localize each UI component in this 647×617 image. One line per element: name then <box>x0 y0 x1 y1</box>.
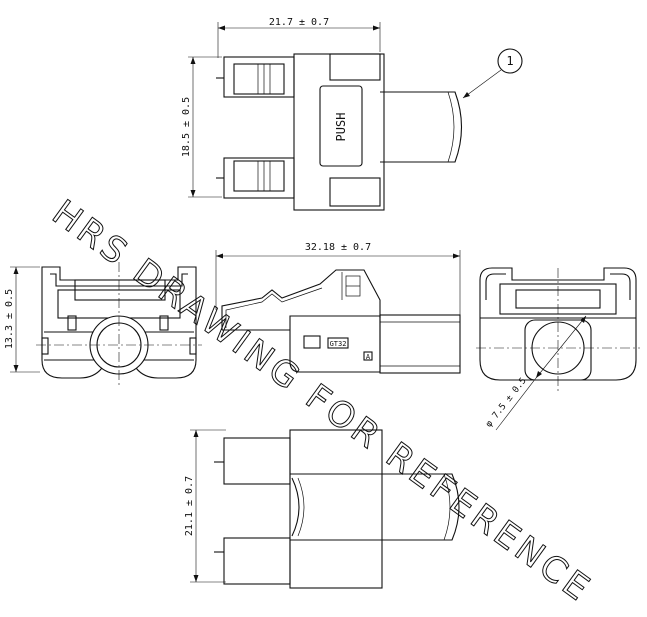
part-code-label: GT32 <box>330 340 347 348</box>
side-length-dimension: 32.18 ± 0.7 <box>305 242 371 253</box>
callout-bubble <box>497 48 523 74</box>
front-view: 13.3 ± 0.5 <box>4 262 202 385</box>
bottom-view: 21.1 ± 0.7 <box>184 429 460 589</box>
top-height-dimension: 18.5 ± 0.5 <box>181 97 192 157</box>
side-view: 32.18 ± 0.7 GT32 A <box>215 242 461 374</box>
push-label: PUSH <box>334 113 348 142</box>
top-width-dimension: 21.7 ± 0.7 <box>269 17 329 28</box>
rear-diameter-dimension: φ 7.5 ± 0.5 <box>484 376 529 429</box>
bottom-height-dimension: 21.1 ± 0.7 <box>184 476 195 536</box>
callout-number: 1 <box>506 54 513 68</box>
top-view: 21.7 ± 0.7 18.5 ± 0.5 PUSH 1 <box>181 17 523 211</box>
front-height-dimension: 13.3 ± 0.5 <box>4 289 15 349</box>
watermark: HRS DRAWING FOR REFERENCE <box>45 193 599 611</box>
rear-view: φ 7.5 ± 0.5 <box>476 267 640 431</box>
mark-label: A <box>366 353 371 361</box>
